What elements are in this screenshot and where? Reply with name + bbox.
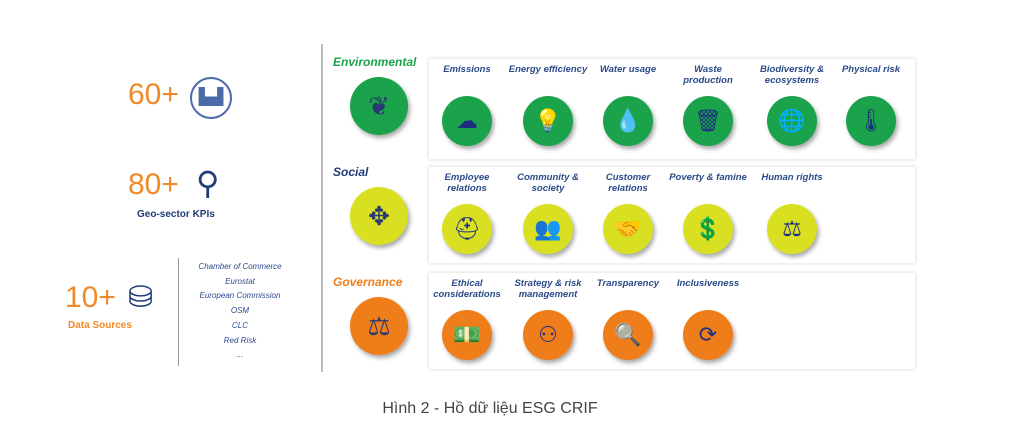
stat-value-kpis: 60+ — [128, 78, 179, 111]
esg-item-icon: 🌡 — [846, 96, 896, 146]
database-icon: ⛁ — [128, 281, 154, 314]
environmental-category-icon: ❦ — [350, 77, 408, 135]
esg-item-icon: 🌐 — [767, 96, 817, 146]
esg-item: Poverty & famine 💲 — [668, 172, 748, 254]
data-source-item: OSM — [230, 306, 250, 316]
esg-item-label: Biodiversity & ecosystems — [760, 64, 824, 86]
data-source-item: CLC — [231, 320, 248, 330]
esg-item-icon: 🗑 — [683, 96, 733, 146]
esg-item-icon: 💲 — [683, 204, 733, 254]
esg-item: Customer relations 🤝 — [588, 172, 668, 254]
data-source-item: Red Risk — [223, 335, 257, 345]
esg-item-icon: ⟳ — [683, 310, 733, 360]
esg-item: Inclusiveness ⟳ — [668, 278, 748, 360]
stat-value-geo: 80+ — [128, 168, 179, 201]
esg-item: Human rights ⚖ — [752, 172, 832, 254]
esg-item-icon: 💧 — [603, 96, 653, 146]
stat-label-sources: Data Sources — [68, 320, 132, 331]
data-source-item: Eurostat — [225, 276, 255, 286]
esg-item: Transparency 🔍 — [588, 278, 668, 360]
esg-item-label: Employee relations — [444, 172, 490, 194]
esg-item-label: Inclusiveness — [676, 278, 740, 289]
esg-item-label: Emissions — [443, 64, 491, 75]
esg-item-icon: ⛑ — [442, 204, 492, 254]
esg-item: Strategy & risk management ⚇ — [508, 278, 588, 360]
environmental-row — [428, 58, 916, 160]
esg-item: Physical risk 🌡 — [831, 64, 911, 146]
esg-item-icon: ⚖ — [767, 204, 817, 254]
factory-icon: ▙▟ — [190, 77, 232, 119]
data-source-item: European Commission — [199, 291, 281, 301]
stat-label-geo: Geo-sector KPIs — [137, 209, 215, 220]
esg-item-icon: 💵 — [442, 310, 492, 360]
esg-item-label: Transparency — [596, 278, 660, 289]
esg-item-label: Energy efficiency — [508, 64, 588, 75]
governance-category-icon: ⚖ — [350, 297, 408, 355]
esg-item: Waste production 🗑 — [668, 64, 748, 146]
esg-item: Ethical considerations 💵 — [427, 278, 507, 360]
esg-item: Energy efficiency 💡 — [508, 64, 588, 146]
esg-item-label: Strategy & risk management — [514, 278, 582, 300]
main-divider — [321, 44, 323, 372]
esg-item-icon: 👥 — [523, 204, 573, 254]
social-category-icon: ✥ — [350, 187, 408, 245]
social-row — [428, 166, 916, 264]
esg-item-icon: ⚇ — [523, 310, 573, 360]
esg-item-icon: 🤝 — [603, 204, 653, 254]
stat-value-sources: 10+ — [65, 281, 116, 314]
category-label-social: Social — [333, 165, 369, 179]
esg-item-label: Poverty & famine — [669, 172, 747, 183]
esg-item-icon: 💡 — [523, 96, 573, 146]
esg-item: Employee relations ⛑ — [427, 172, 507, 254]
esg-item: Emissions ☁ — [427, 64, 507, 146]
esg-item-icon: ☁ — [442, 96, 492, 146]
category-label-environmental: Environmental — [333, 55, 417, 69]
data-source-item: ... — [236, 350, 244, 360]
location-pin-icon: ⚲ — [196, 165, 220, 201]
esg-item: Biodiversity & ecosystems 🌐 — [752, 64, 832, 146]
esg-item-label: Waste production — [683, 64, 733, 86]
esg-item-label: Community & society — [517, 172, 579, 194]
esg-item-label: Ethical considerations — [433, 278, 501, 300]
esg-item-label: Customer relations — [605, 172, 651, 194]
data-source-item: Chamber of Commerce — [198, 262, 282, 271]
divider — [178, 258, 179, 366]
esg-item-icon: 🔍 — [603, 310, 653, 360]
esg-item-label: Human rights — [761, 172, 823, 183]
esg-item: Water usage 💧 — [588, 64, 668, 146]
figure-caption: Hình 2 - Hồ dữ liệu ESG CRIF — [382, 400, 598, 417]
category-label-governance: Governance — [333, 275, 403, 289]
esg-item-label: Physical risk — [841, 64, 901, 75]
esg-item-label: Water usage — [599, 64, 657, 75]
esg-item: Community & society 👥 — [508, 172, 588, 254]
governance-row — [428, 272, 916, 370]
